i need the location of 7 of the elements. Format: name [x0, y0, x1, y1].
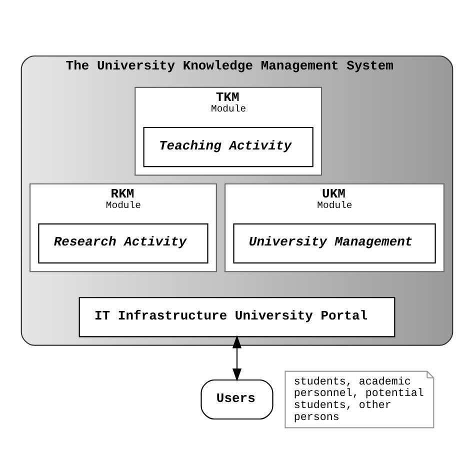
node-box: IT Infrastructure University Portal: [78, 296, 396, 337]
node-box: Users: [200, 378, 274, 420]
node-box: University Management: [233, 222, 436, 263]
node-box: Research Activity: [38, 222, 208, 263]
node-box: Teaching Activity: [143, 126, 314, 167]
arrow: [232, 334, 242, 382]
node-label: students, academic personnel, potential students, other persons: [294, 376, 424, 424]
